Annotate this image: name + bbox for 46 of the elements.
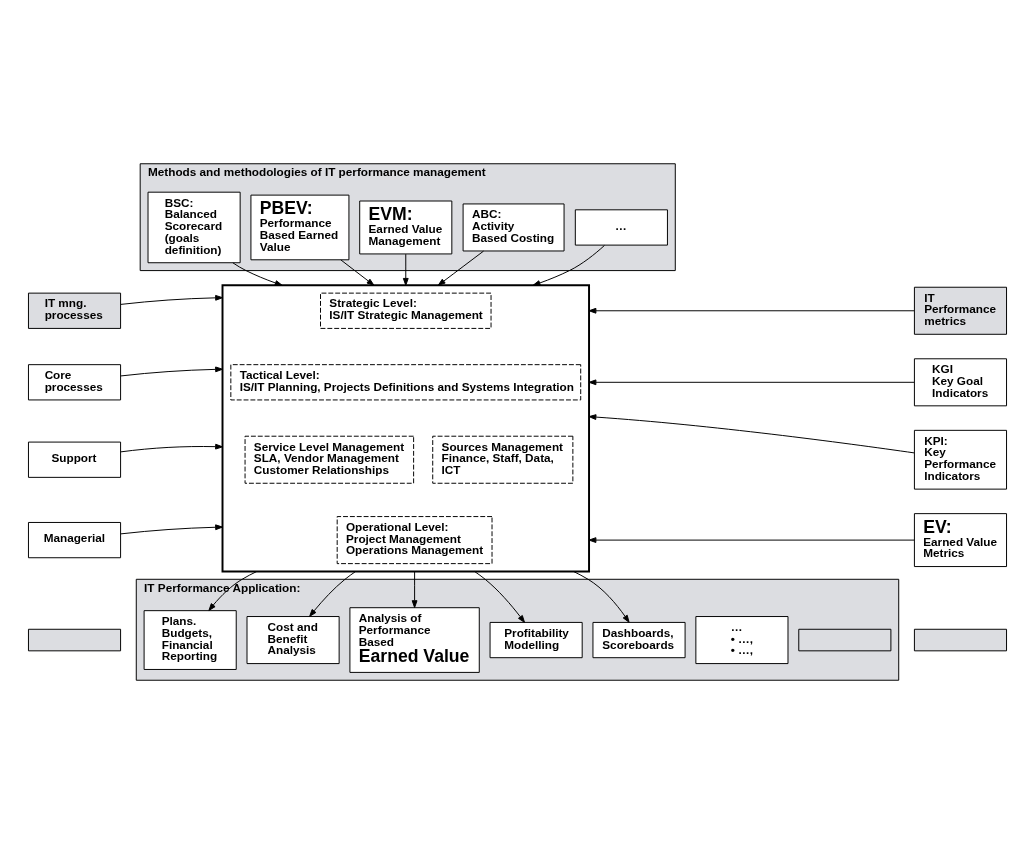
- node-box: … • …, • …,: [695, 615, 789, 664]
- node-box: [27, 628, 122, 651]
- arrow: [120, 523, 223, 534]
- arrow: [340, 258, 375, 286]
- node-box: Sources Management Finance, Staff, Data, ICT: [432, 435, 574, 484]
- node-box: Managerial: [27, 521, 122, 558]
- node-box: …: [574, 208, 668, 246]
- arrow: [573, 570, 630, 623]
- arrow: [437, 250, 485, 286]
- arrow: [474, 570, 526, 623]
- node-box: IT mng. processes: [27, 292, 122, 329]
- node-box: KGI Key Goal Indicators: [913, 357, 1008, 406]
- node-box: [913, 628, 1008, 651]
- node-box: Tactical Level: IS/IT Planning, Projects Definitions and Systems Integration: [230, 363, 582, 400]
- node-box: IT Performance metrics: [913, 286, 1008, 335]
- arrow: [120, 366, 223, 376]
- arrow: [411, 570, 418, 608]
- node-box: Analysis of Performance Based Earned Value: [349, 606, 480, 673]
- node-box: ABC: Activity Based Costing: [462, 202, 565, 251]
- node-box: Plans. Budgets, Financial Reporting: [143, 609, 237, 670]
- arrow: [402, 253, 409, 286]
- node-box: Dashboards, Scoreboards: [592, 621, 686, 658]
- node-box: KPI: Key Performance Indicators: [913, 429, 1008, 490]
- arrow: [309, 570, 357, 617]
- arrow: [588, 378, 915, 385]
- arrow: [232, 261, 283, 286]
- node-box: BSC: Balanced Scorecard (goals definition): [147, 191, 241, 263]
- node-box: EVM: Earned Value Management: [359, 200, 453, 254]
- arrow: [588, 307, 915, 314]
- node-box: [798, 628, 892, 651]
- arrow: [120, 294, 223, 305]
- arrow: [120, 443, 223, 452]
- arrow: [588, 536, 915, 543]
- node-box: EV: Earned Value Metrics: [913, 512, 1008, 567]
- node-box: Operational Level: Project Management Operations Management: [336, 515, 493, 564]
- node-box: Core processes: [27, 363, 122, 400]
- arrow: [588, 413, 915, 453]
- arrow: [208, 570, 258, 611]
- arrow: [532, 244, 605, 286]
- node-box: Cost and Benefit Analysis: [246, 615, 340, 664]
- node-box: Support: [27, 441, 122, 478]
- node-box: PBEV: Performance Based Earned Value: [250, 194, 350, 260]
- cluster: [221, 283, 590, 572]
- node-box: Strategic Level: IS/IT Strategic Management: [320, 292, 492, 329]
- node-box: Profitability Modelling: [489, 621, 583, 658]
- node-box: Service Level Management SLA, Vendor Management Customer Relationships: [244, 435, 415, 484]
